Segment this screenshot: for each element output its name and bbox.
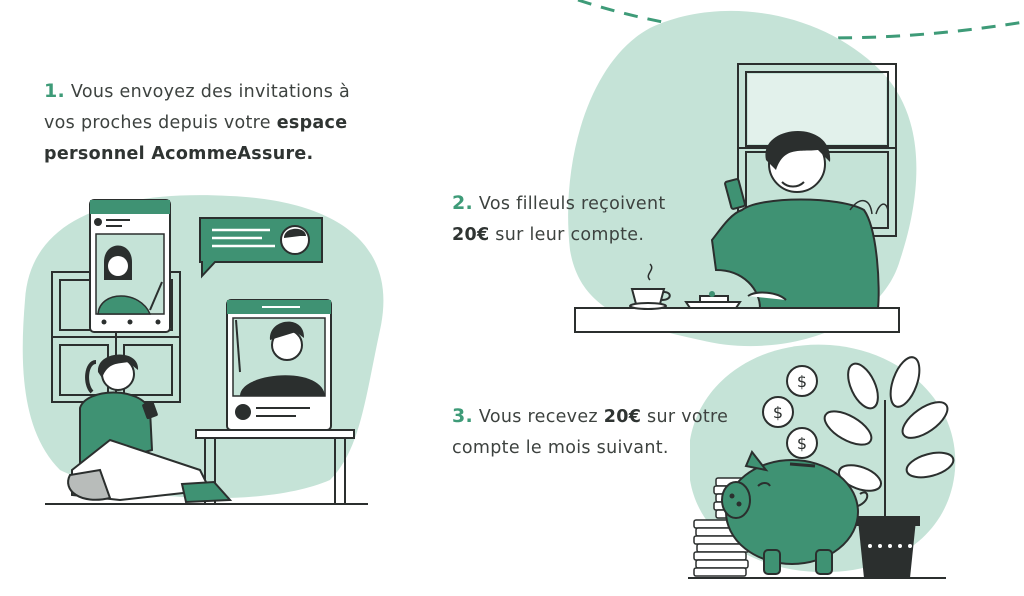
illustration-invitations bbox=[22, 195, 384, 505]
step-3-line-1a: Vous recevez bbox=[478, 407, 604, 427]
step-3-line-2: compte le mois suivant. bbox=[452, 438, 669, 458]
dashed-arc bbox=[577, 0, 1024, 40]
svg-text:$: $ bbox=[797, 372, 807, 391]
svg-text:$: $ bbox=[773, 403, 783, 422]
step-1-line-2b: espace bbox=[276, 113, 348, 133]
chat-bubble-icon bbox=[199, 217, 323, 279]
step-3-amount: 20€ bbox=[603, 407, 642, 427]
step-3-number: 3. bbox=[452, 405, 474, 427]
man-sweater bbox=[710, 198, 880, 309]
step-2-text: 2. Vos filleuls reçoivent 20€ sur leur c… bbox=[452, 188, 712, 251]
coin-icon: $ $ $ bbox=[762, 365, 818, 459]
step-2-amount: 20€ bbox=[452, 225, 490, 245]
step-1-line-3: personnel AcommeAssure. bbox=[44, 144, 314, 164]
step-3-text: 3. Vous recevez 20€ sur votre compte le … bbox=[452, 401, 752, 464]
step-3-line-1c: sur votre bbox=[641, 407, 729, 427]
step-2-line-1: Vos filleuls reçoivent bbox=[478, 194, 666, 214]
step-1-number: 1. bbox=[44, 80, 66, 102]
step-1-text: 1. Vous envoyez des invitations à vos pr… bbox=[44, 76, 384, 170]
step-1-line-2a: vos proches depuis votre bbox=[44, 113, 277, 133]
svg-text:$: $ bbox=[797, 434, 807, 453]
illustration-godchildren bbox=[568, 10, 917, 347]
piggy-bank-icon bbox=[721, 450, 869, 575]
step-1-line-1: Vous envoyez des invitations à bbox=[70, 82, 351, 102]
step-2-number: 2. bbox=[452, 192, 474, 214]
plant-icon bbox=[823, 356, 955, 578]
illustration-piggy: $ $ $ bbox=[688, 344, 956, 579]
coffee-cup-icon bbox=[629, 263, 671, 310]
step-2-line-2: sur leur compte. bbox=[489, 225, 645, 245]
